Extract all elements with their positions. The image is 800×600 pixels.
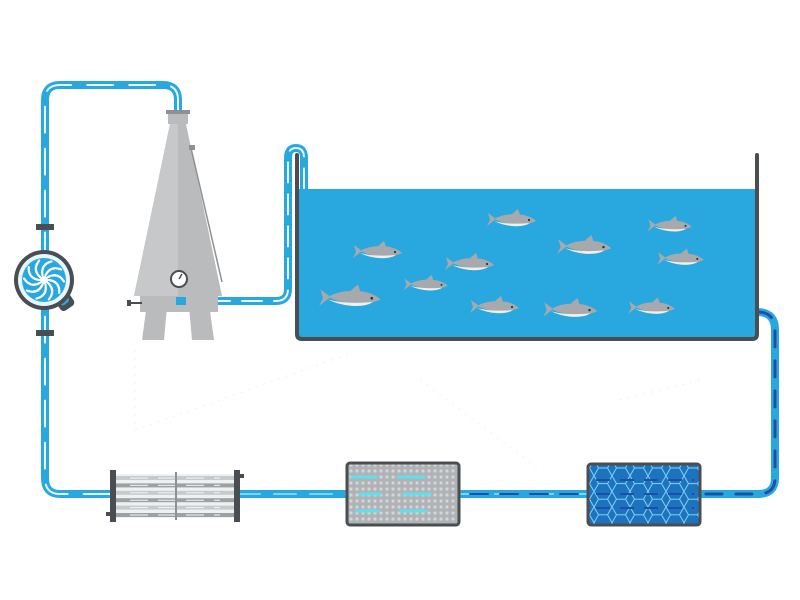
fish-icon bbox=[628, 297, 675, 314]
pipe-left-loop-highlight bbox=[44, 84, 179, 495]
fish-icon bbox=[445, 253, 494, 271]
pipe-network bbox=[41, 81, 779, 498]
fish-icon bbox=[647, 216, 692, 232]
fish-icon bbox=[543, 298, 598, 317]
fish-icon bbox=[657, 248, 704, 265]
pipe-flange-lower bbox=[36, 330, 54, 336]
background-guides bbox=[134, 349, 701, 471]
fish-icon bbox=[487, 209, 536, 227]
pressure-gauge-icon bbox=[170, 270, 188, 288]
pipe-flange-upper bbox=[36, 224, 54, 230]
fish-icon bbox=[319, 284, 381, 306]
biofilter-icon bbox=[586, 462, 702, 527]
fish-school bbox=[319, 209, 704, 317]
fish-tank-icon bbox=[295, 153, 759, 341]
tank-walls bbox=[295, 153, 759, 341]
fish-icon bbox=[557, 235, 612, 254]
mechanical-filter-icon bbox=[345, 461, 461, 527]
pipe-skimmer-to-tank-highlight bbox=[177, 147, 305, 302]
pipe-tank-outlet-flow bbox=[698, 310, 777, 496]
cone-skimmer-icon bbox=[127, 110, 223, 340]
fish-icon bbox=[470, 296, 519, 314]
uv-sterilizer-icon bbox=[106, 470, 244, 522]
pump-icon bbox=[14, 250, 75, 312]
fish-icon bbox=[353, 241, 402, 259]
fish-icon bbox=[403, 275, 448, 291]
